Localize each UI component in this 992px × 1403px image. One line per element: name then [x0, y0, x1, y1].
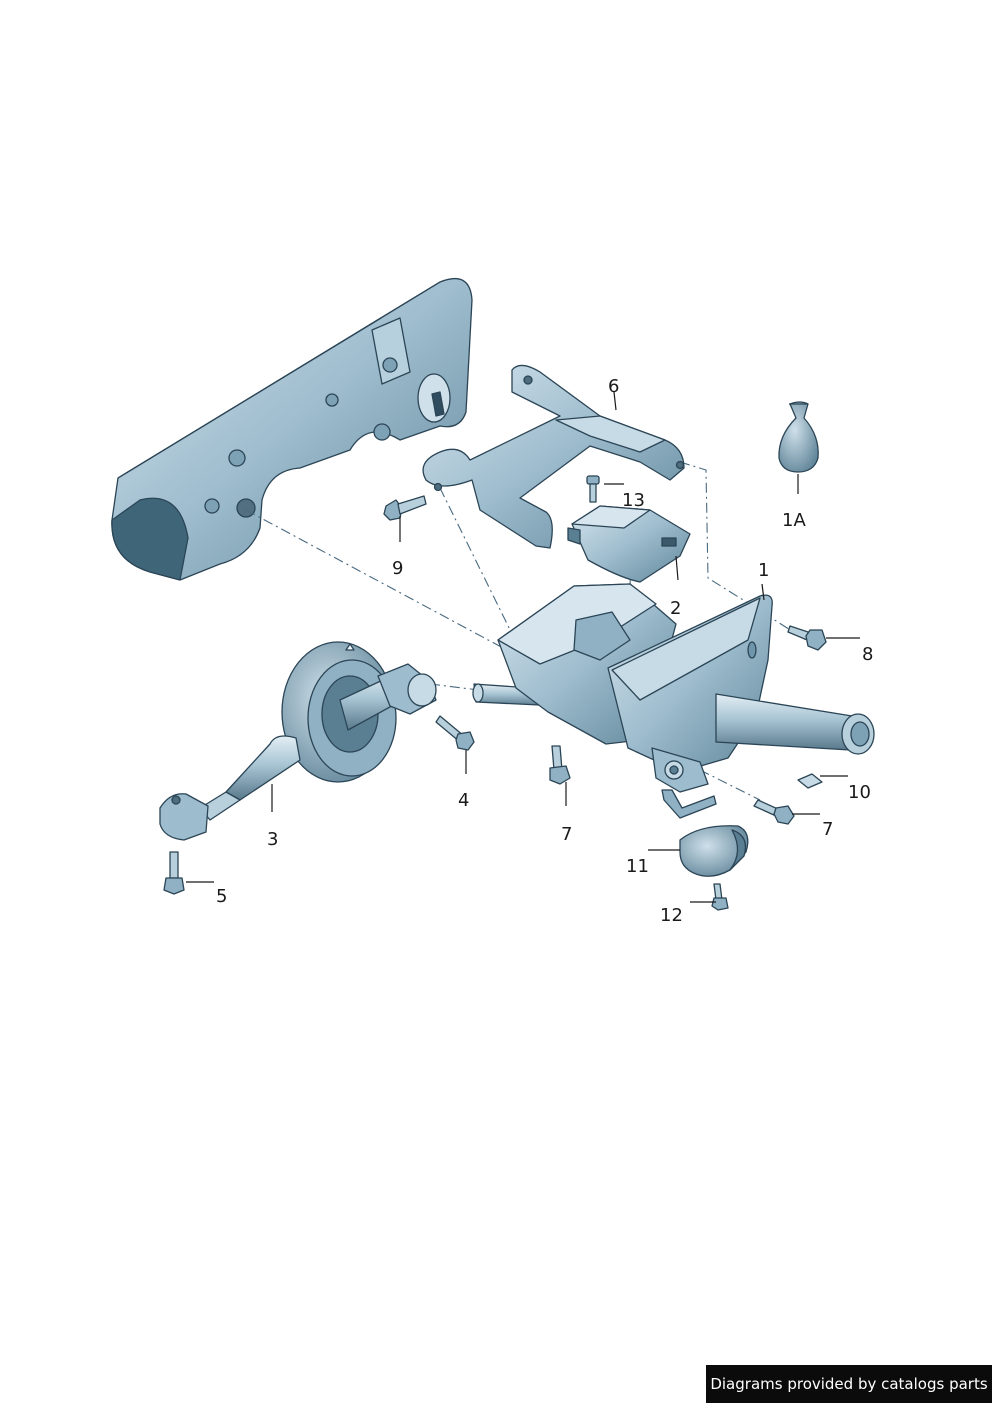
callout-1a: 1A — [782, 510, 806, 531]
callout-2: 2 — [670, 598, 681, 619]
bolt-part-8 — [787, 625, 827, 651]
callout-9: 9 — [392, 558, 403, 579]
control-unit-part-2 — [567, 505, 691, 583]
callout-8: 8 — [862, 644, 873, 665]
callout-3: 3 — [267, 829, 278, 850]
callout-4: 4 — [458, 790, 469, 811]
bolt-part-7-lower — [753, 799, 795, 825]
callout-10: 10 — [848, 782, 871, 803]
callout-1: 1 — [758, 560, 769, 581]
screw-part-13 — [586, 475, 600, 503]
callout-7-lower: 7 — [822, 819, 833, 840]
intermediate-shaft-part-3 — [159, 641, 437, 841]
grease-bag-part-1a — [778, 401, 819, 473]
steering-column-part-1 — [472, 583, 875, 819]
bolt-part-9 — [383, 495, 427, 521]
callout-12: 12 — [660, 905, 683, 926]
leader-lines — [186, 391, 860, 903]
cross-member-carrier — [111, 277, 473, 581]
bolt-part-7-upper — [549, 745, 571, 785]
footer-credit-banner: Diagrams provided by catalogs parts — [706, 1365, 992, 1403]
callout-5: 5 — [216, 886, 227, 907]
callout-7-upper: 7 — [561, 824, 572, 845]
screw-part-12 — [711, 883, 729, 911]
clip-part-10 — [797, 773, 823, 789]
callout-13: 13 — [622, 490, 645, 511]
footer-credit-text: Diagrams provided by catalogs parts — [710, 1375, 988, 1393]
callout-11: 11 — [626, 856, 649, 877]
cap-part-11 — [679, 825, 749, 877]
callout-6: 6 — [608, 376, 619, 397]
bracket-part-6 — [422, 364, 685, 549]
callouts: 6 1A 13 2 1 8 9 4 3 5 7 7 10 11 12 — [216, 376, 873, 926]
bolt-part-5 — [163, 851, 185, 895]
bolt-part-4 — [435, 715, 475, 751]
